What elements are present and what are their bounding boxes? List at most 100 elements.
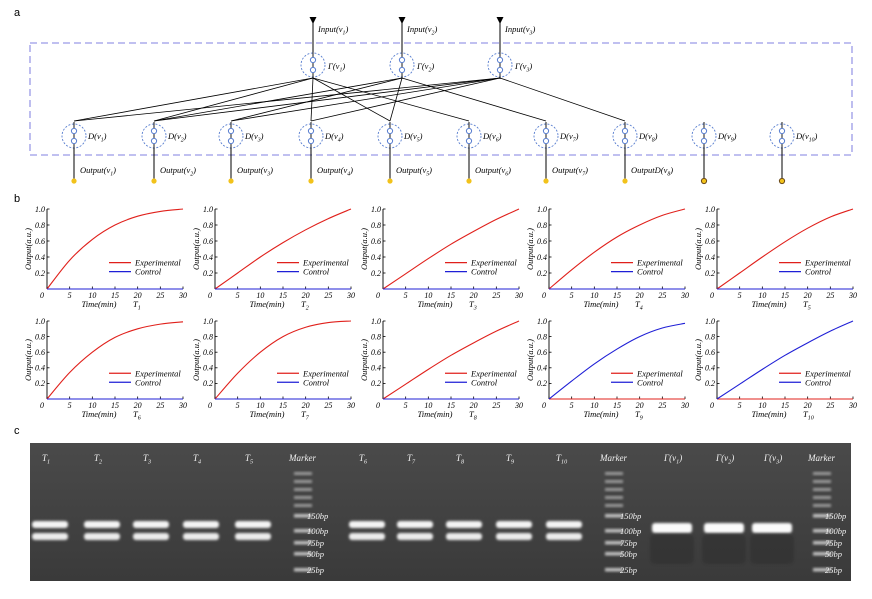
switch-contact-icon [227,127,235,135]
series-line-experimental [716,208,854,290]
dna-band [704,523,744,533]
x-tick-label: 15 [447,401,455,410]
y-tick-label: 0.2 [35,269,45,278]
x-tick-label: 0 [208,291,212,300]
x-tick-label: 0 [542,401,546,410]
y-tick-label: 0.4 [203,253,213,262]
ladder-band [605,472,623,475]
switch-contact-icon [150,127,158,135]
x-tick-label: 15 [279,291,287,300]
x-tick-label: 5 [570,291,574,300]
switch-contact-icon [542,137,550,145]
y-tick-label: 1.0 [371,317,381,326]
ladder-band [605,514,623,518]
d-node-label: D(v8) [638,131,658,143]
series-line-experimental [46,208,184,290]
ladder-band [813,541,831,545]
ladder-band [813,504,831,507]
chart-title: T2 [301,299,309,312]
x-tick-label: 10 [256,401,264,410]
y-axis-label: Output(a.u.) [191,339,201,381]
switch-contact-icon [307,137,315,145]
chart-title: T3 [469,299,477,312]
dashed-boundary [29,42,853,156]
legend-label: Control [805,377,832,387]
x-tick-label: 30 [346,291,355,300]
series-line-experimental [214,208,352,290]
legend-label: Experimental [302,258,349,268]
y-axis-label: Output(a.u.) [359,339,369,381]
network-edge [310,77,501,122]
x-axis-label: Time(min) [752,409,787,419]
x-tick-label: 30 [514,291,523,300]
x-tick-label: 15 [111,401,119,410]
lane-label: T7 [407,453,416,466]
legend-label: Control [637,377,664,387]
chart-title: T5 [803,299,811,312]
ladder-band [605,488,623,491]
d-node-label: D(v10) [795,131,818,143]
x-tick-label: 25 [324,401,332,410]
legend-label: Control [303,267,330,277]
dna-band [446,521,482,528]
lane-label: T1 [42,453,50,466]
ladder-size-label: 150bp [620,511,641,521]
legend-label: Control [303,377,330,387]
d-node [691,122,717,150]
switch-contact-icon [307,127,315,135]
series-line-experimental [548,208,686,290]
x-tick-label: 10 [256,291,264,300]
y-axis-label: Output(a.u.) [359,228,369,270]
dna-band [133,533,169,540]
ladder-size-label: 25bp [307,565,324,575]
lane-label: Γ(v1) [663,453,682,466]
series-line-experimental [382,320,520,400]
x-tick-label: 20 [636,291,644,300]
network-edge [312,77,470,122]
switch-contact-icon [496,56,504,64]
x-tick-label: 15 [781,291,789,300]
marker-label: Marker [288,453,316,463]
ladder-band [294,552,312,556]
network-edge [230,77,403,122]
chart-title: T8 [469,409,477,422]
x-tick-label: 20 [134,401,142,410]
gamma-node [389,51,415,79]
network-edge [389,77,403,122]
ladder-size-label: 50bp [620,549,637,559]
series-line-control [548,322,686,400]
x-tick-label: 0 [208,401,212,410]
lane-label: T4 [193,453,201,466]
input-arrow-icon [309,17,317,24]
output-terminal-icon [71,178,77,184]
x-tick-label: 30 [680,401,689,410]
dna-band [84,533,120,540]
network-edge [153,77,314,122]
ladder-band [605,541,623,545]
x-tick-label: 30 [848,401,857,410]
x-tick-label: 20 [636,401,644,410]
series-line-experimental [46,321,184,400]
ladder-size-label: 50bp [825,549,842,559]
ladder-band [294,472,312,475]
x-tick-label: 20 [302,291,310,300]
network-edge [401,77,547,122]
y-tick-label: 1.0 [203,317,213,326]
y-tick-label: 0.4 [537,364,547,373]
y-tick-label: 0.2 [537,379,547,388]
x-axis-label: Time(min) [250,409,285,419]
y-tick-label: 1.0 [35,317,45,326]
dna-band [32,533,68,540]
ladder-size-label: 100bp [620,526,641,536]
x-axis-label: Time(min) [82,299,117,309]
output-terminal-icon [228,178,234,184]
dna-band [546,521,582,528]
d-node-label: D(v6) [482,131,502,143]
lane-shadow [702,534,746,564]
x-tick-label: 0 [376,401,380,410]
network-diagram: Input(v1)Γ(v1)Input(v2)Γ(v2)Input(v3)Γ(v… [29,17,853,185]
d-node [769,122,795,150]
output-label: Output(v5) [396,165,432,177]
